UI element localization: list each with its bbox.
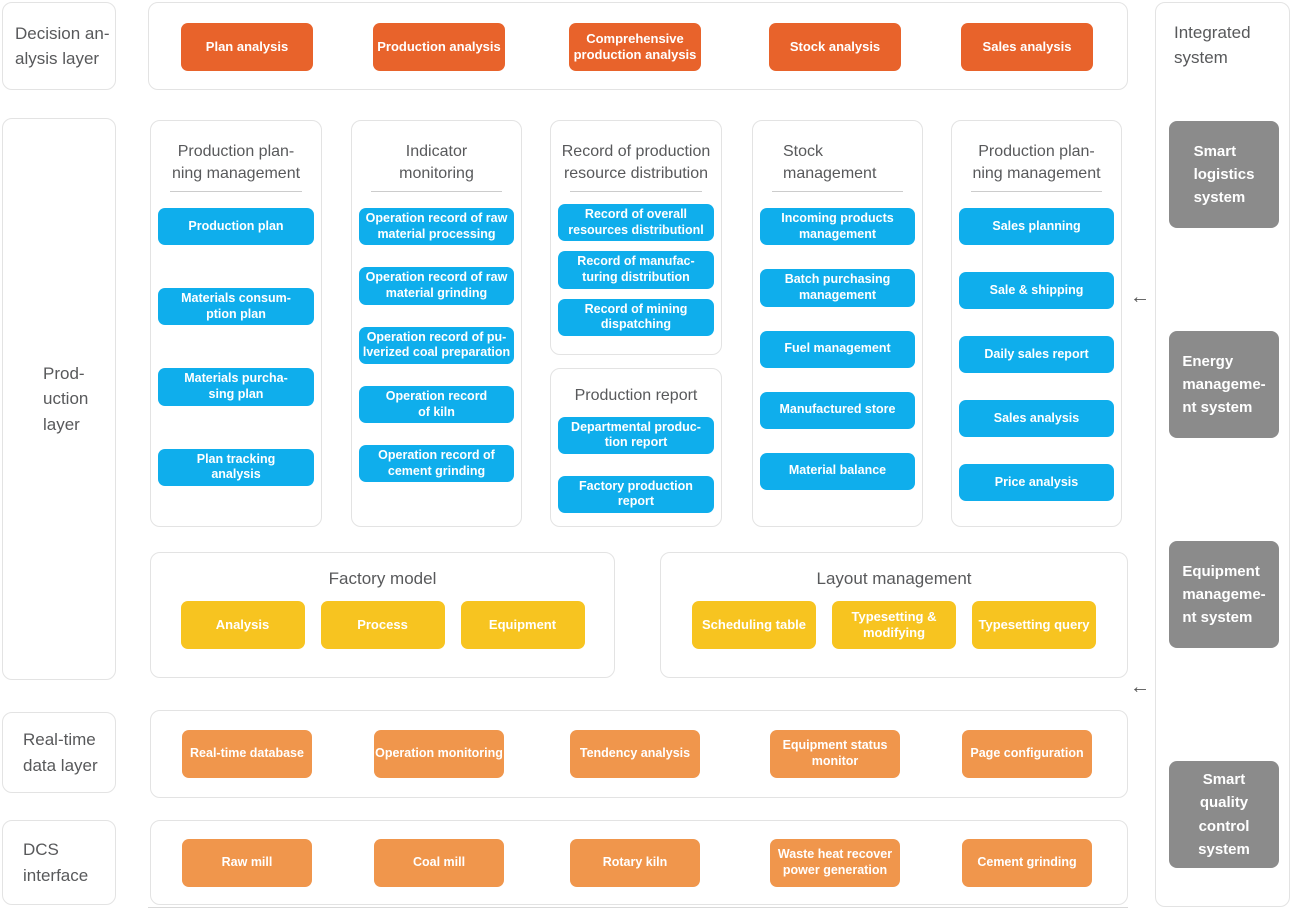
node-realtime-database: Real-time database (182, 730, 312, 778)
realtime-data-layer-box: Real-time data layer (2, 712, 116, 793)
node-page-configuration: Page configuration (962, 730, 1092, 778)
node-op-record-cement-grinding: Operation record of cement grinding (358, 445, 515, 483)
card-header: Production plan- ning management (972, 143, 1101, 182)
section-layout-management: Layout management Scheduling table Types… (660, 552, 1128, 678)
integrated-system-header: Integrated system (1174, 23, 1251, 67)
node-op-record-raw-material-processing: Operation record of raw material process… (358, 208, 515, 246)
node-sales-analysis: Sales analysis (958, 400, 1115, 438)
factory-model-header: Factory model (328, 569, 437, 588)
node-typesetting-modifying: Typesetting & modifying (832, 601, 956, 649)
bottom-divider (148, 907, 1128, 908)
node-typesetting-query: Typesetting query (972, 601, 1096, 649)
node-production-plan: Production plan (157, 208, 315, 246)
header-underline (569, 191, 703, 193)
node-incoming-products-management: Incoming products management (759, 208, 916, 246)
node-operation-monitoring: Operation monitoring (374, 730, 504, 778)
decision-analysis-layer-box: Decision an- alysis layer (2, 2, 116, 90)
header-underline (370, 191, 503, 193)
node-comprehensive-production-analysis: Comprehensive production analysis (569, 23, 701, 71)
header-underline (771, 191, 904, 193)
card-indicator-monitoring: Indicator monitoring Operation record of… (351, 120, 522, 527)
node-coal-mill: Coal mill (374, 839, 504, 887)
node-scheduling-table: Scheduling table (692, 601, 816, 649)
node-smart-quality-control-system: Smart quality control system (1169, 761, 1279, 868)
node-plan-tracking-analysis: Plan tracking analysis (157, 448, 315, 486)
node-materials-purchasing-plan: Materials purcha- sing plan (157, 368, 315, 406)
node-op-record-raw-material-grinding: Operation record of raw material grindin… (358, 267, 515, 305)
card-items: Production plan Materials consum- ption … (151, 208, 321, 486)
card-header: Production report (574, 387, 698, 404)
node-op-record-pulverized-coal-preparation: Operation record of pu- lverized coal pr… (358, 326, 515, 364)
card-record-production-resource-distribution: Record of production resource distributi… (550, 120, 722, 355)
dcs-interface-layer-box: DCS interface (2, 820, 116, 905)
decision-analysis-layer-label: Decision an- alysis layer (15, 23, 110, 69)
node-smart-logistics-system: Smart logistics system (1169, 121, 1279, 228)
card-sales-planning-management: Production plan- ning management Sales p… (951, 120, 1122, 527)
node-equipment-management-system: Equipment manageme- nt system (1169, 541, 1279, 648)
system-label: Smart quality control system (1198, 771, 1250, 858)
dcs-interface-layer-label: DCS interface (23, 840, 89, 885)
section-factory-model: Factory model Analysis Process Equipment (150, 552, 615, 678)
node-fuel-management: Fuel management (759, 330, 916, 368)
card-production-report: Production report Departmental produc- t… (550, 368, 722, 527)
node-analysis: Analysis (180, 601, 305, 649)
card-items: Departmental produc- tion report Factory… (551, 416, 721, 514)
system-label: Equipment manageme- nt system (1182, 562, 1266, 627)
node-raw-mill: Raw mill (182, 839, 312, 887)
card-items: Operation record of raw material process… (352, 208, 521, 483)
node-process: Process (320, 601, 445, 649)
card-items: Record of overall resources distribution… (551, 204, 721, 336)
node-material-balance: Material balance (759, 452, 916, 490)
header-underline (970, 191, 1103, 193)
node-record-overall-resources-distribution: Record of overall resources distribution… (557, 204, 715, 242)
node-equipment-status-monitor: Equipment status monitor (770, 730, 900, 778)
node-energy-management-system: Energy manageme- nt system (1169, 331, 1279, 438)
card-header: Indicator monitoring (399, 143, 474, 182)
node-stock-analysis: Stock analysis (769, 23, 901, 71)
node-batch-purchasing-management: Batch purchasing management (759, 269, 916, 307)
node-production-analysis: Production analysis (373, 23, 505, 71)
node-record-mining-dispatching: Record of mining dispatching (557, 298, 715, 336)
node-sales-planning: Sales planning (958, 208, 1115, 246)
realtime-data-row: Real-time database Operation monitoring … (150, 710, 1128, 798)
realtime-data-layer-label: Real-time data layer (23, 730, 98, 775)
production-layer-label: Prod- uction layer (43, 363, 89, 434)
card-stock-management: Stock management Incoming products manag… (752, 120, 923, 527)
node-cement-grinding: Cement grinding (962, 839, 1092, 887)
card-header: Stock management (783, 143, 877, 182)
node-materials-consumption-plan: Materials consum- ption plan (157, 288, 315, 326)
decision-analysis-row: Plan analysis Production analysis Compre… (148, 2, 1128, 90)
card-header: Production plan- ning management (171, 143, 301, 182)
left-arrow-icon: ← (1130, 286, 1150, 308)
node-manufactured-store: Manufactured store (759, 391, 916, 429)
node-factory-production-report: Factory production report (557, 475, 715, 514)
card-items: Incoming products management Batch purch… (753, 208, 922, 490)
dcs-interface-row: Raw mill Coal mill Rotary kiln Waste hea… (150, 820, 1128, 905)
system-label: Energy manageme- nt system (1182, 352, 1266, 417)
node-op-record-of-kiln: Operation record of kiln (358, 385, 515, 424)
node-price-analysis: Price analysis (958, 464, 1115, 502)
factory-model-buttons: Analysis Process Equipment (180, 601, 585, 649)
node-sale-and-shipping: Sale & shipping (958, 272, 1115, 310)
integrated-system-sidebar: Integrated system Smart logistics system… (1155, 2, 1290, 907)
card-items: Sales planning Sale & shipping Daily sal… (952, 208, 1121, 502)
layout-management-buttons: Scheduling table Typesetting & modifying… (692, 601, 1096, 649)
header-underline (169, 191, 303, 193)
left-arrow-icon: ← (1130, 676, 1150, 698)
node-sales-analysis: Sales analysis (961, 23, 1093, 71)
node-plan-analysis: Plan analysis (181, 23, 313, 71)
layout-management-header: Layout management (816, 569, 972, 588)
production-layer-box: Prod- uction layer (2, 118, 116, 680)
node-record-manufacturing-distribution: Record of manufac- turing distribution (557, 251, 715, 289)
node-rotary-kiln: Rotary kiln (570, 839, 700, 887)
card-header: Record of production resource distributi… (561, 143, 711, 182)
node-tendency-analysis: Tendency analysis (570, 730, 700, 778)
node-waste-heat-recover-power-generation: Waste heat recover power generation (770, 839, 900, 887)
card-production-planning-management: Production plan- ning management Product… (150, 120, 322, 527)
node-departmental-production-report: Departmental produc- tion report (557, 416, 715, 454)
node-daily-sales-report: Daily sales report (958, 336, 1115, 374)
node-equipment: Equipment (460, 601, 585, 649)
system-label: Smart logistics system (1193, 142, 1255, 207)
